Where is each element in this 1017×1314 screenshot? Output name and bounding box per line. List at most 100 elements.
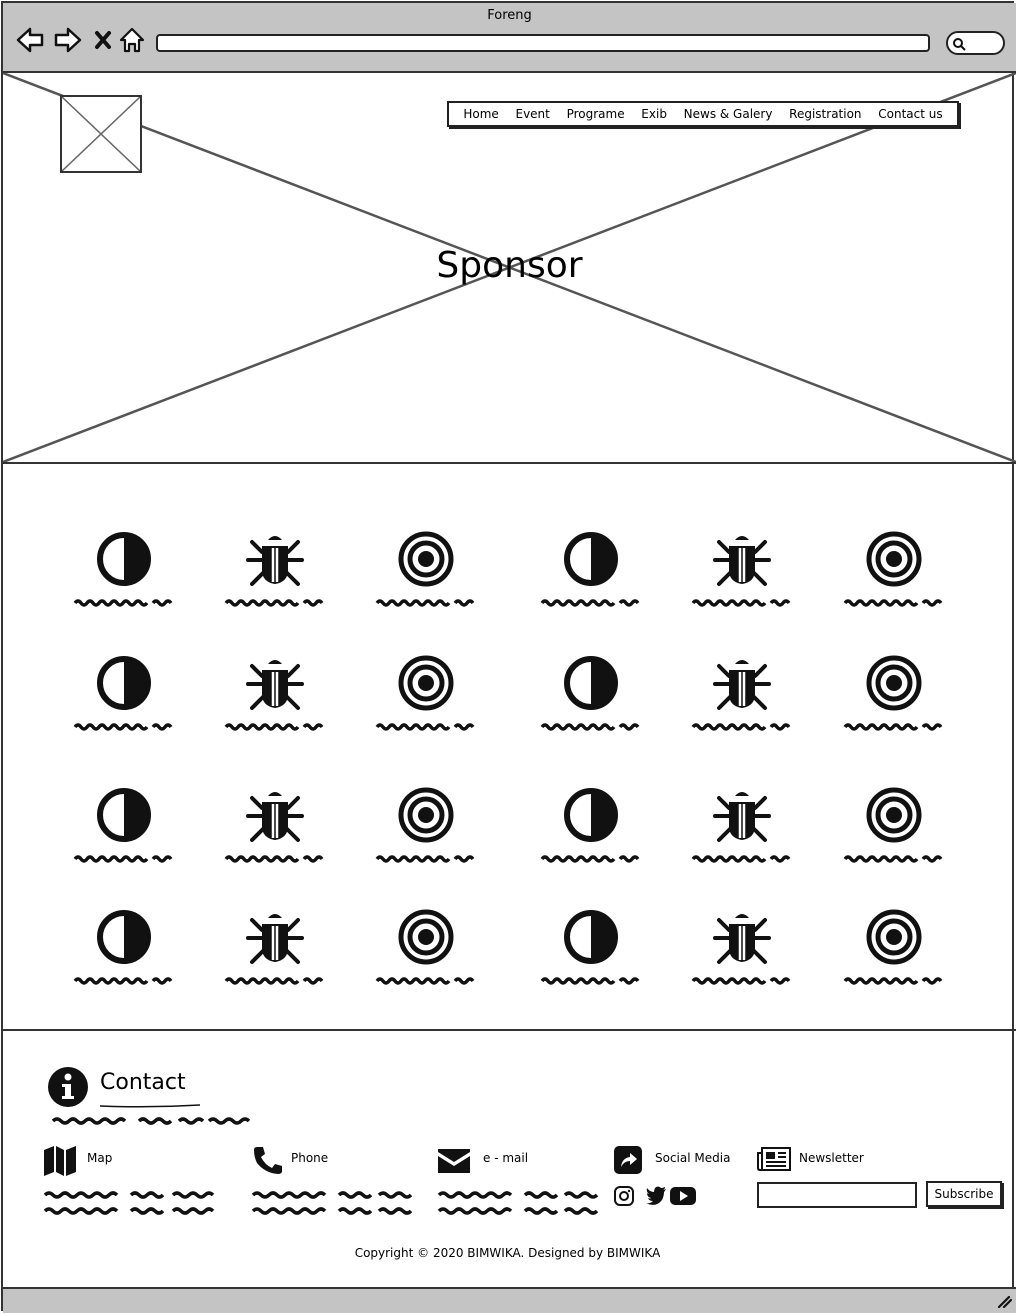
browser-search-field[interactable] bbox=[946, 31, 1005, 55]
menu-item-event[interactable]: Event bbox=[515, 107, 550, 121]
sponsor-name-placeholder bbox=[224, 723, 324, 731]
menu-item-exib[interactable]: Exib bbox=[641, 107, 667, 121]
sponsor-item[interactable] bbox=[69, 786, 179, 876]
sponsor-name-placeholder bbox=[843, 723, 943, 731]
sponsor-name-placeholder bbox=[540, 977, 640, 985]
bug-icon bbox=[246, 914, 304, 964]
sponsor-item[interactable] bbox=[371, 786, 481, 876]
sponsor-item[interactable] bbox=[69, 908, 179, 998]
sponsor-name-placeholder bbox=[843, 855, 943, 863]
phone-label: Phone bbox=[291, 1151, 329, 1165]
sponsor-item[interactable] bbox=[687, 908, 797, 998]
menu-item-registration[interactable]: Registration bbox=[789, 107, 862, 121]
contrast-icon bbox=[564, 656, 618, 710]
mail-icon bbox=[438, 1149, 470, 1173]
target-icon bbox=[866, 909, 922, 965]
sponsor-name-placeholder bbox=[691, 723, 791, 731]
sponsor-item[interactable] bbox=[220, 786, 330, 876]
contact-title: Contact bbox=[100, 1070, 186, 1095]
menu-item-news-galery[interactable]: News & Galery bbox=[683, 107, 773, 121]
forward-arrow-icon[interactable] bbox=[53, 25, 83, 55]
bug-icon bbox=[246, 536, 304, 586]
email-text-placeholder bbox=[437, 1191, 599, 1215]
sponsor-name-placeholder bbox=[540, 855, 640, 863]
sponsor-item[interactable] bbox=[839, 786, 949, 876]
main-menu: Home Event Programe Exib News & Galery R… bbox=[447, 101, 959, 127]
target-icon bbox=[398, 787, 454, 843]
twitter-icon[interactable] bbox=[645, 1185, 667, 1207]
resize-grip-icon[interactable] bbox=[996, 1294, 1012, 1308]
copyright-text: Copyright © 2020 BIMWIKA. Designed by BI… bbox=[354, 1246, 661, 1260]
contact-title-underline bbox=[100, 1104, 200, 1108]
menu-item-home[interactable]: Home bbox=[463, 107, 499, 121]
sponsor-name-placeholder bbox=[73, 855, 173, 863]
instagram-icon[interactable] bbox=[613, 1185, 635, 1207]
sponsor-item[interactable] bbox=[69, 654, 179, 744]
sponsor-name-placeholder bbox=[73, 723, 173, 731]
search-icon bbox=[953, 38, 966, 51]
sponsor-name-placeholder bbox=[224, 977, 324, 985]
sponsor-item[interactable] bbox=[220, 908, 330, 998]
sponsor-name-placeholder bbox=[843, 977, 943, 985]
bug-icon bbox=[713, 660, 771, 710]
sponsor-name-placeholder bbox=[540, 723, 640, 731]
sponsor-item[interactable] bbox=[687, 654, 797, 744]
sponsor-name-placeholder bbox=[691, 977, 791, 985]
share-icon bbox=[614, 1146, 642, 1174]
window-title: Foreng bbox=[487, 8, 532, 23]
contrast-icon bbox=[97, 910, 151, 964]
info-icon bbox=[48, 1067, 88, 1107]
bug-icon bbox=[713, 536, 771, 586]
bug-icon bbox=[713, 914, 771, 964]
sponsor-item[interactable] bbox=[839, 654, 949, 744]
contact-description-placeholder bbox=[51, 1117, 251, 1125]
sponsor-name-placeholder bbox=[73, 977, 173, 985]
menu-item-programe[interactable]: Programe bbox=[566, 107, 625, 121]
sponsor-name-placeholder bbox=[375, 855, 475, 863]
sponsor-item[interactable] bbox=[536, 654, 646, 744]
home-icon[interactable] bbox=[117, 25, 147, 55]
menu-item-contact-us[interactable]: Contact us bbox=[878, 107, 943, 121]
sponsor-name-placeholder bbox=[691, 855, 791, 863]
sponsor-item[interactable] bbox=[371, 530, 481, 620]
back-arrow-icon[interactable] bbox=[15, 25, 45, 55]
sponsor-name-placeholder bbox=[224, 855, 324, 863]
contrast-icon bbox=[564, 532, 618, 586]
email-label: e - mail bbox=[483, 1151, 529, 1165]
newsletter-email-input[interactable] bbox=[757, 1182, 917, 1208]
hero-image-placeholder bbox=[3, 73, 1016, 462]
sponsor-item[interactable] bbox=[536, 908, 646, 998]
close-icon[interactable] bbox=[89, 25, 119, 55]
social-media-label: Social Media bbox=[655, 1151, 731, 1165]
sponsor-item[interactable] bbox=[371, 654, 481, 744]
subscribe-button[interactable]: Subscribe bbox=[926, 1181, 1002, 1207]
youtube-icon[interactable] bbox=[670, 1186, 696, 1206]
sponsor-item[interactable] bbox=[536, 530, 646, 620]
map-icon bbox=[44, 1146, 76, 1176]
sponsor-item[interactable] bbox=[371, 908, 481, 998]
sponsor-item[interactable] bbox=[839, 908, 949, 998]
contrast-icon bbox=[97, 532, 151, 586]
target-icon bbox=[398, 531, 454, 587]
sponsor-item[interactable] bbox=[839, 530, 949, 620]
target-icon bbox=[398, 909, 454, 965]
sponsor-name-placeholder bbox=[540, 599, 640, 607]
target-icon bbox=[398, 655, 454, 711]
site-logo[interactable] bbox=[60, 95, 142, 173]
sponsor-item[interactable] bbox=[220, 654, 330, 744]
sponsor-item[interactable] bbox=[69, 530, 179, 620]
address-bar[interactable] bbox=[156, 34, 930, 52]
newspaper-icon bbox=[757, 1147, 791, 1171]
sponsor-item[interactable] bbox=[220, 530, 330, 620]
sponsor-name-placeholder bbox=[224, 599, 324, 607]
sponsor-item[interactable] bbox=[687, 530, 797, 620]
sponsor-name-placeholder bbox=[375, 723, 475, 731]
target-icon bbox=[866, 531, 922, 587]
newsletter-label: Newsletter bbox=[799, 1151, 864, 1165]
sponsor-item[interactable] bbox=[687, 786, 797, 876]
contrast-icon bbox=[97, 656, 151, 710]
status-bar bbox=[3, 1287, 1016, 1313]
sponsor-name-placeholder bbox=[73, 599, 173, 607]
sponsor-item[interactable] bbox=[536, 786, 646, 876]
